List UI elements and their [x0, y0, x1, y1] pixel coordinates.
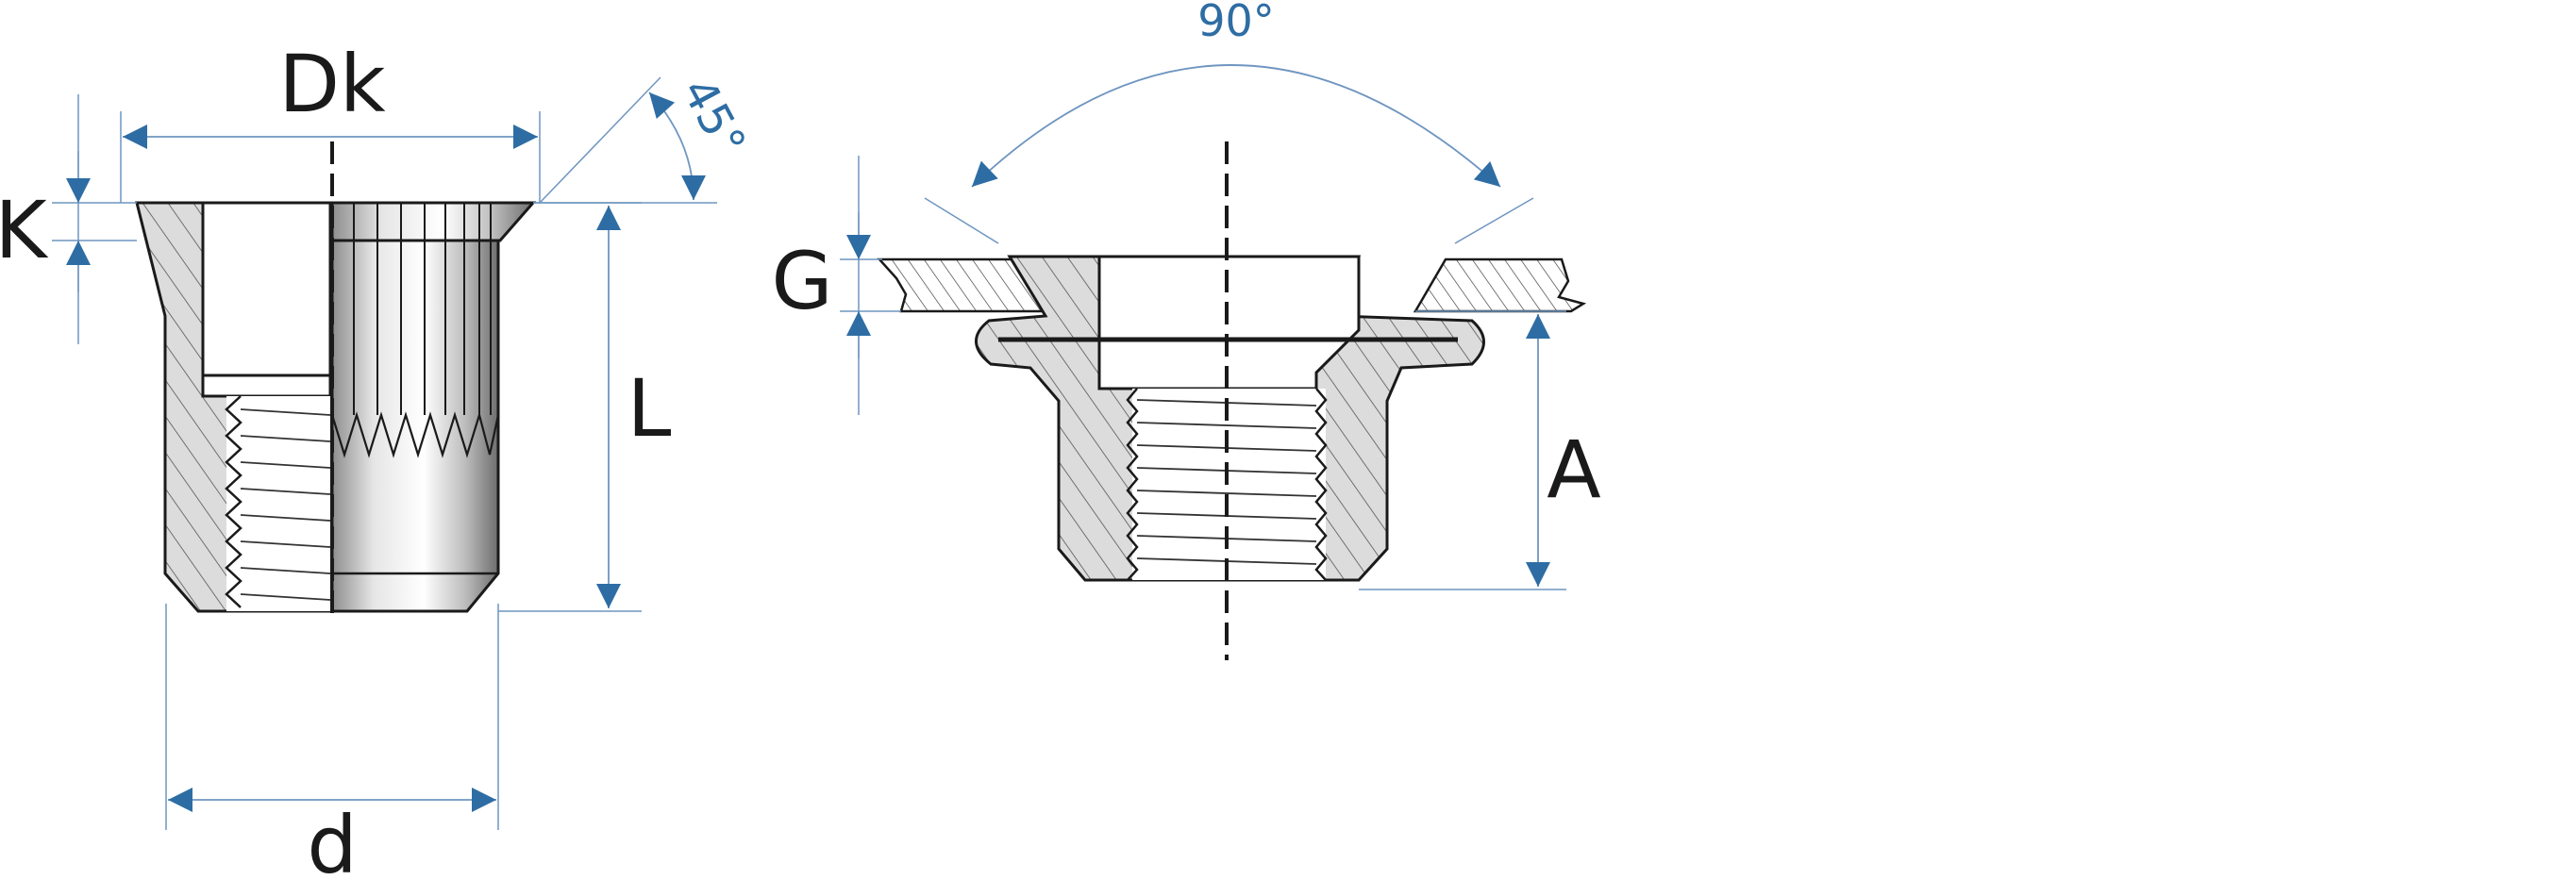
left-view: Dk K 45° L d [0, 38, 756, 880]
k-label: K [0, 184, 48, 276]
left-head-right [330, 201, 537, 242]
d-label: d [307, 799, 357, 880]
left-shank-right [330, 239, 500, 613]
right-view: 90° G A [771, 0, 1601, 660]
left-thread-zone [226, 396, 330, 611]
nut-thread-right [1314, 388, 1328, 581]
a-label: A [1547, 423, 1600, 516]
left-bore [201, 201, 332, 377]
g-label: G [771, 235, 832, 327]
nut-thread-zone [1132, 389, 1326, 580]
left-thread-lines [240, 408, 331, 601]
knurl-lines [353, 203, 492, 415]
dk-label: Dk [278, 38, 386, 130]
angle90-label: 90° [1197, 0, 1275, 46]
angle90-ref-left [924, 197, 999, 244]
angle90-ref-right [1454, 197, 1534, 244]
nut-bore [1097, 255, 1361, 390]
angle90-arc [971, 64, 1501, 188]
plate-right [1413, 257, 1587, 313]
left-thread-profile [225, 395, 243, 608]
left-bore-lip [201, 374, 332, 398]
knurl-teeth [330, 410, 500, 458]
angle45-ref-line [539, 76, 661, 204]
nut-thread-left [1126, 388, 1139, 581]
angle45-label: 45° [671, 70, 755, 165]
l-label: L [627, 362, 672, 455]
angle45-arc [648, 91, 706, 201]
